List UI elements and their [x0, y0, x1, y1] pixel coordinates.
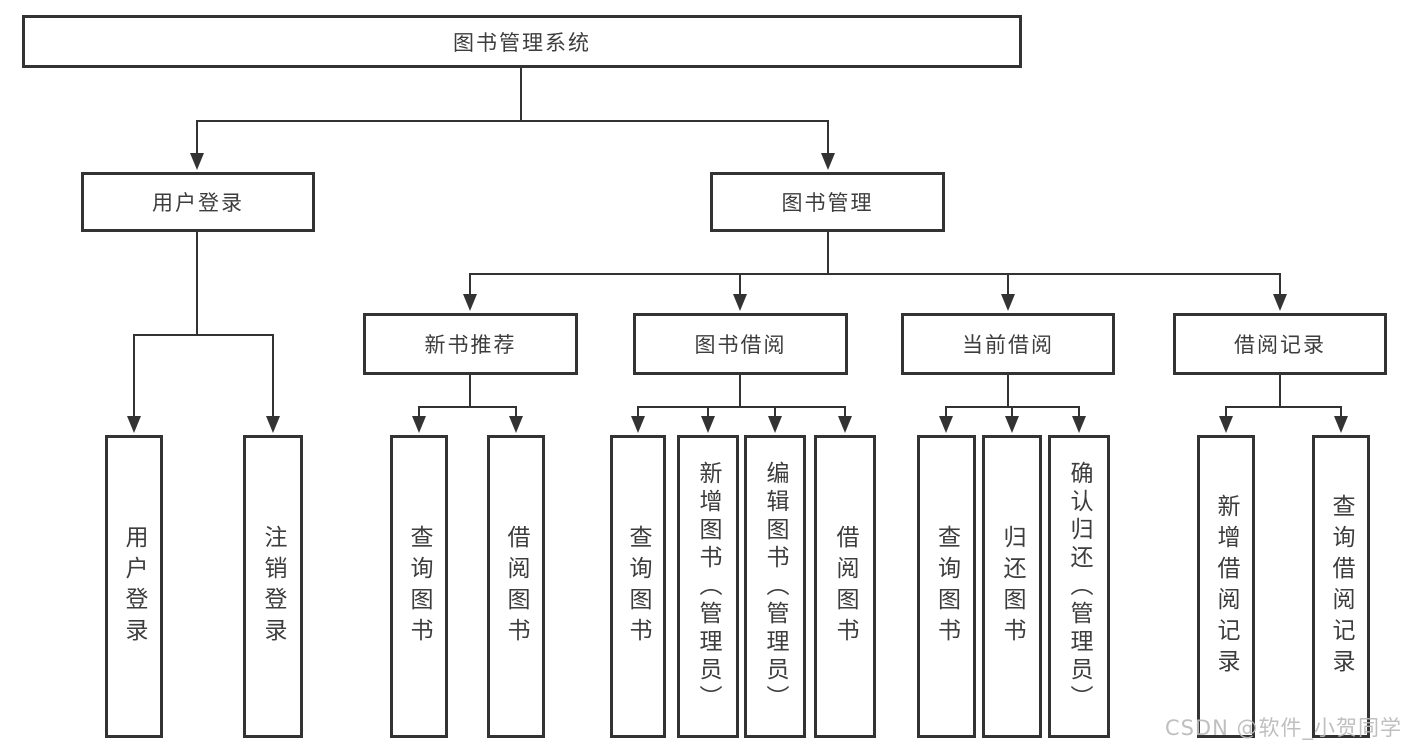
- csdn-watermark: CSDN @软件_小贺同学: [1164, 716, 1402, 740]
- leaf-cb-query-books-label: 查询图书: [933, 524, 960, 649]
- leaf-cb-return-books-label: 归还图书: [999, 524, 1025, 649]
- leaf-br-query-record-label: 查询借阅记录: [1328, 493, 1354, 680]
- leaf-br-query-record: 查询借阅记录: [1312, 435, 1370, 738]
- node-book-borrowing: 图书借阅: [633, 313, 848, 375]
- node-new-book-recommend-label: 新书推荐: [424, 333, 517, 357]
- leaf-bb-edit-books: 编辑图书（管理员）: [744, 435, 806, 738]
- arrowhead-down-icon: [631, 416, 645, 433]
- leaf-br-add-record: 新增借阅记录: [1197, 435, 1255, 738]
- leaf-bb-edit-books-label: 编辑图书（管理员）: [762, 460, 788, 713]
- leaf-rec-borrow-books-label: 借阅图书: [503, 524, 529, 649]
- arrowhead-down-icon: [821, 153, 835, 170]
- arrowhead-down-icon: [701, 416, 715, 433]
- node-root: 图书管理系统: [22, 15, 1022, 68]
- node-borrow-records: 借阅记录: [1173, 313, 1387, 375]
- leaf-bb-query-books-label: 查询图书: [625, 524, 651, 649]
- arrowhead-down-icon: [1072, 416, 1086, 433]
- node-root-label: 图书管理系统: [453, 30, 591, 55]
- node-current-borrowing-label: 当前借阅: [962, 333, 1054, 357]
- leaf-br-add-record-label: 新增借阅记录: [1213, 493, 1239, 680]
- node-current-borrowing: 当前借阅: [901, 313, 1115, 375]
- leaf-cb-confirm-return: 确认归还（管理员）: [1048, 435, 1110, 738]
- arrowhead-down-icon: [190, 153, 204, 170]
- leaf-bb-add-books: 新增图书（管理员）: [677, 435, 739, 738]
- leaf-user-login-label: 用户登录: [121, 524, 147, 649]
- leaf-bb-borrow-books-label: 借阅图书: [832, 524, 858, 649]
- leaf-cb-query-books: 查询图书: [917, 435, 976, 738]
- leaf-user-login: 用户登录: [105, 435, 163, 738]
- leaf-rec-borrow-books: 借阅图书: [487, 435, 545, 738]
- arrowhead-down-icon: [266, 416, 280, 433]
- leaf-logout-label: 注销登录: [260, 524, 286, 649]
- node-borrow-records-label: 借阅记录: [1234, 333, 1326, 357]
- node-book-management-label: 图书管理: [781, 191, 874, 215]
- leaf-rec-query-books-label: 查询图书: [406, 524, 432, 649]
- leaf-rec-query-books: 查询图书: [390, 435, 448, 738]
- leaf-bb-add-books-label: 新增图书（管理员）: [695, 460, 721, 713]
- leaf-bb-borrow-books: 借阅图书: [814, 435, 876, 738]
- leaf-cb-return-books: 归还图书: [982, 435, 1042, 738]
- node-new-book-recommend: 新书推荐: [363, 313, 578, 375]
- arrowhead-down-icon: [509, 416, 523, 433]
- node-user-login: 用户登录: [81, 172, 315, 232]
- arrowhead-down-icon: [1219, 416, 1233, 433]
- arrowhead-down-icon: [127, 416, 141, 433]
- arrowhead-down-icon: [838, 416, 852, 433]
- arrowhead-down-icon: [1005, 416, 1019, 433]
- node-user-login-label: 用户登录: [152, 191, 244, 215]
- arrowhead-down-icon: [733, 294, 747, 311]
- node-book-borrowing-label: 图书借阅: [694, 333, 787, 357]
- arrowhead-down-icon: [768, 416, 782, 433]
- arrowhead-down-icon: [1001, 294, 1015, 311]
- arrowhead-down-icon: [1334, 416, 1348, 433]
- leaf-cb-confirm-return-label: 确认归还（管理员）: [1066, 460, 1092, 713]
- node-book-management: 图书管理: [710, 172, 945, 232]
- leaf-bb-query-books: 查询图书: [610, 435, 666, 738]
- arrowhead-down-icon: [463, 294, 477, 311]
- arrowhead-down-icon: [939, 416, 953, 433]
- arrowhead-down-icon: [412, 416, 426, 433]
- leaf-logout: 注销登录: [243, 435, 303, 738]
- arrowhead-down-icon: [1273, 294, 1287, 311]
